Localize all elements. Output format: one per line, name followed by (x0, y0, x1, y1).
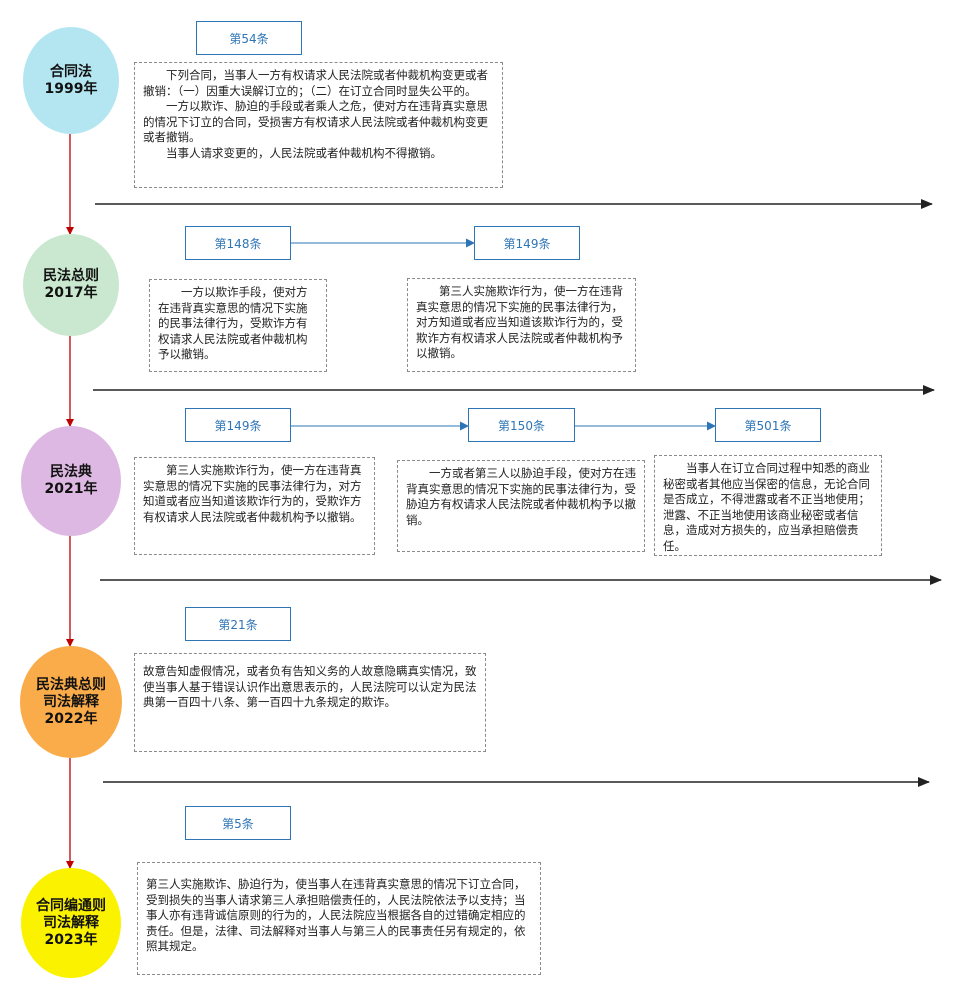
article-text: 一方以欺诈手段，使对方在违背真实意思的情况下实施的民事法律行为，受欺诈方有权请求… (149, 279, 327, 372)
stage-divider-arrows (93, 199, 942, 787)
stage-name: 民法典总则 (36, 676, 106, 693)
stage-general-provisions-2017: 民法总则 2017年 (23, 234, 119, 336)
stage-year: 1999年 (44, 80, 98, 97)
article-text: 当事人在订立合同过程中知悉的商业秘密或者其他应当保密的信息，无论合同是否成立，不… (654, 455, 882, 556)
article-text: 第三人实施欺诈、胁迫行为，使当事人在违背真实意思的情况下订立合同，受到损失的当事… (137, 862, 541, 975)
stage-name: 民法典 (50, 464, 92, 480)
stage-year: 2017年 (44, 285, 98, 301)
stage-subtitle: 司法解释 (43, 914, 99, 931)
article-text: 第三人实施欺诈行为，使一方在违背真实意思的情况下实施的民事法律行为，对方知道或者… (407, 278, 636, 372)
article-text: 故意告知虚假情况，或者负有告知义务的人故意隐瞒真实情况，致使当事人基于错误认识作… (134, 653, 486, 752)
stage-civil-code-2021: 民法典 2021年 (21, 426, 121, 536)
article-text: 下列合同，当事人一方有权请求人民法院或者仲裁机构变更或者撤销：（一）因重大误解订… (134, 62, 503, 188)
article-paragraph: 下列合同，当事人一方有权请求人民法院或者仲裁机构变更或者撤销：（一）因重大误解订… (143, 68, 488, 98)
stage-year: 2023年 (44, 931, 98, 948)
article-label: 第5条 (185, 806, 291, 840)
stage-name: 民法总则 (43, 268, 99, 284)
article-paragraph: 一方以欺诈、胁迫的手段或者乘人之危，使对方在违背真实意思的情况下订立的合同，受损… (143, 99, 488, 144)
article-text: 一方或者第三人以胁迫手段，使对方在违背真实意思的情况下实施的民事法律行为，受胁迫… (397, 460, 645, 552)
stage-civil-code-interpretation-2022: 民法典总则 司法解释 2022年 (20, 646, 122, 758)
article-paragraph: 当事人请求变更的，人民法院或者仲裁机构不得撤销。 (143, 145, 442, 160)
article-label: 第149条 (185, 408, 291, 442)
article-label: 第54条 (196, 21, 302, 55)
article-label: 第21条 (185, 607, 291, 641)
stage-contract-law-1999: 合同法 1999年 (23, 27, 119, 134)
article-label: 第501条 (715, 408, 821, 442)
article-label: 第150条 (468, 408, 575, 442)
stage-name: 合同法 (50, 63, 92, 80)
stage-contract-interpretation-2023: 合同编通则 司法解释 2023年 (21, 868, 121, 978)
article-label: 第149条 (474, 226, 580, 260)
stage-year: 2021年 (44, 481, 98, 497)
article-text: 第三人实施欺诈行为，使一方在违背真实意思的情况下实施的民事法律行为，对方知道或者… (134, 457, 375, 555)
stage-year: 2022年 (44, 710, 98, 727)
article-label: 第148条 (185, 226, 291, 260)
article-evolution-arrows (291, 238, 716, 431)
stage-name: 合同编通则 (36, 897, 106, 914)
stage-subtitle: 司法解释 (43, 693, 99, 710)
